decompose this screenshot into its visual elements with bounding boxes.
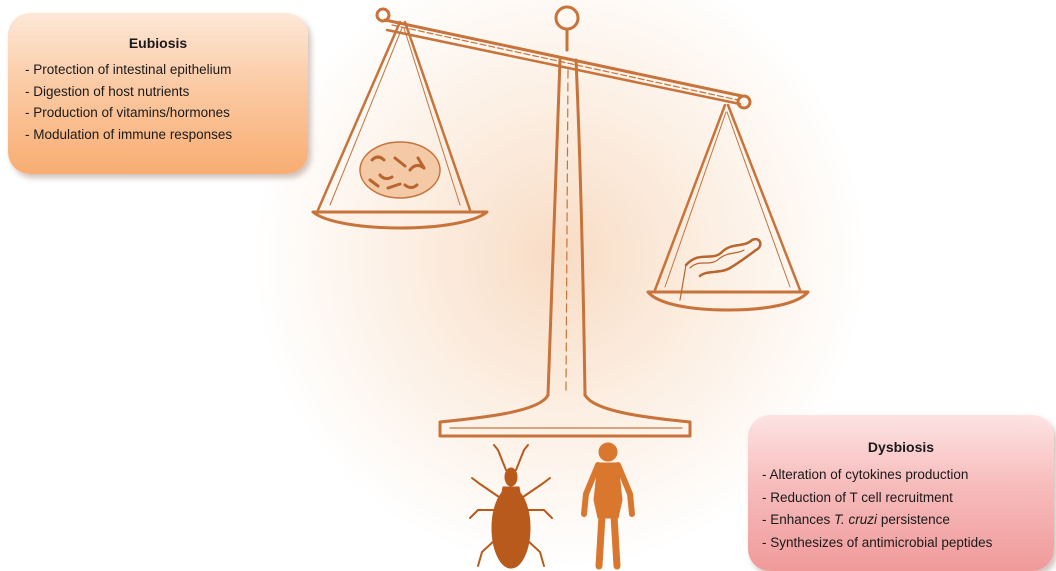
list-item: - Production of vitamins/hormones: [25, 102, 308, 124]
eubiosis-box: Eubiosis - Protection of intestinal epit…: [8, 13, 308, 174]
list-item: - Alteration of cytokines production: [762, 464, 1054, 487]
list-item: - Synthesizes of antimicrobial peptides: [762, 532, 1054, 555]
list-item-prefix: - Enhances: [762, 512, 834, 527]
triatomine-bug-icon: [470, 445, 552, 568]
list-item: - Reduction of T cell recruitment: [762, 487, 1054, 510]
list-item: - Modulation of immune responses: [25, 124, 308, 146]
list-item: - Digestion of host nutrients: [25, 81, 308, 103]
bacteria-icon: [360, 142, 440, 198]
list-item-suffix: persistence: [877, 512, 950, 527]
dysbiosis-title: Dysbiosis: [748, 439, 1054, 455]
list-item: - Protection of intestinal epithelium: [25, 59, 308, 81]
dysbiosis-box: Dysbiosis - Alteration of cytokines prod…: [748, 415, 1054, 571]
dysbiosis-list: - Alteration of cytokines production - R…: [762, 464, 1054, 554]
eubiosis-list: - Protection of intestinal epithelium - …: [25, 59, 308, 145]
eubiosis-title: Eubiosis: [8, 35, 308, 51]
human-figure-icon: [584, 443, 632, 566]
species-name: T. cruzi: [834, 512, 877, 527]
list-item: - Enhances T. cruzi persistence: [762, 509, 1054, 532]
